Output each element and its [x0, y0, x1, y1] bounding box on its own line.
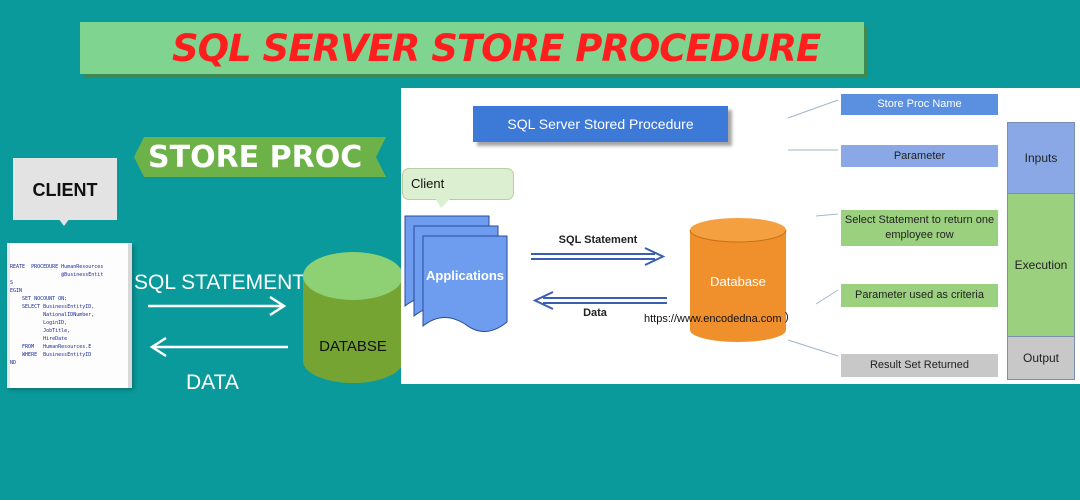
database-label: DATABSE — [319, 338, 387, 355]
select-statement-box: Select Statement to return one employee … — [841, 210, 998, 246]
code-line: S — [10, 280, 14, 286]
code-line: WHERE BusinessEntityID — [10, 352, 92, 358]
data-label: DATA — [186, 371, 239, 394]
sql-code-document: REATE PROCEDURE HumanResources @Business… — [7, 243, 132, 388]
store-proc-name-box: Store Proc Name — [841, 94, 998, 115]
store-proc-tag — [134, 137, 386, 177]
paren-fragment: ) — [785, 311, 789, 323]
execution-stage: Execution — [1007, 193, 1075, 337]
client-label: CLIENT — [32, 180, 98, 200]
response-arrow-icon — [532, 291, 667, 310]
store-proc-label: STORE PROC — [148, 140, 363, 175]
client-callout-label: Client — [411, 176, 445, 191]
database-cylinder-top — [303, 252, 403, 300]
source-url: https://www.encodedna.com — [644, 313, 782, 325]
inputs-stage: Inputs — [1007, 122, 1075, 194]
right-arrow-icon — [148, 295, 287, 317]
client-callout — [13, 158, 117, 220]
code-line: EGIN — [10, 288, 23, 294]
output-stage: Output — [1007, 336, 1075, 380]
code-line: FROM HumanResources.E — [10, 344, 92, 350]
code-line: SELECT BusinessEntityID, — [10, 304, 95, 310]
request-arrow-icon — [531, 247, 666, 266]
code-line: HireDate — [10, 336, 68, 342]
parameter-box: Parameter — [841, 145, 998, 167]
code-line: SET NOCOUNT ON; — [10, 296, 68, 302]
applications-stack — [404, 215, 508, 332]
database-label: Database — [710, 274, 766, 289]
data-label: Data — [583, 307, 607, 319]
client-callout-box: Client — [402, 168, 514, 200]
client-callout-pointer — [435, 198, 451, 208]
code-line: @BusinessEntit — [10, 272, 104, 278]
client-callout-tail — [58, 218, 70, 226]
parameter-criteria-box: Parameter used as criteria — [841, 284, 998, 307]
connector-lines — [787, 99, 839, 357]
title-banner — [80, 22, 864, 74]
code-line: NationalIDNumber, — [10, 312, 95, 318]
applications-label: Applications — [425, 268, 504, 283]
diagram-panel: SQL Server Stored Procedure Client Appli… — [401, 88, 1080, 384]
left-arrow-icon — [149, 336, 288, 358]
sql-statement-label: SQL STATEMENT — [134, 271, 306, 294]
code-line: ND — [10, 360, 17, 366]
code-line: JobTitle, — [10, 328, 71, 334]
sql-statement-label: SQL Statement — [558, 234, 638, 246]
code-line: REATE PROCEDURE HumanResources — [10, 264, 104, 270]
code-line: LoginID, — [10, 320, 68, 326]
sql-code-lines: REATE PROCEDURE HumanResources @Business… — [10, 263, 128, 367]
diagram-title: SQL Server Stored Procedure — [473, 106, 728, 142]
database-cylinder — [689, 218, 787, 342]
result-set-box: Result Set Returned — [841, 354, 998, 377]
banner-title: SQL SERVER STORE PROCEDURE — [172, 27, 821, 70]
